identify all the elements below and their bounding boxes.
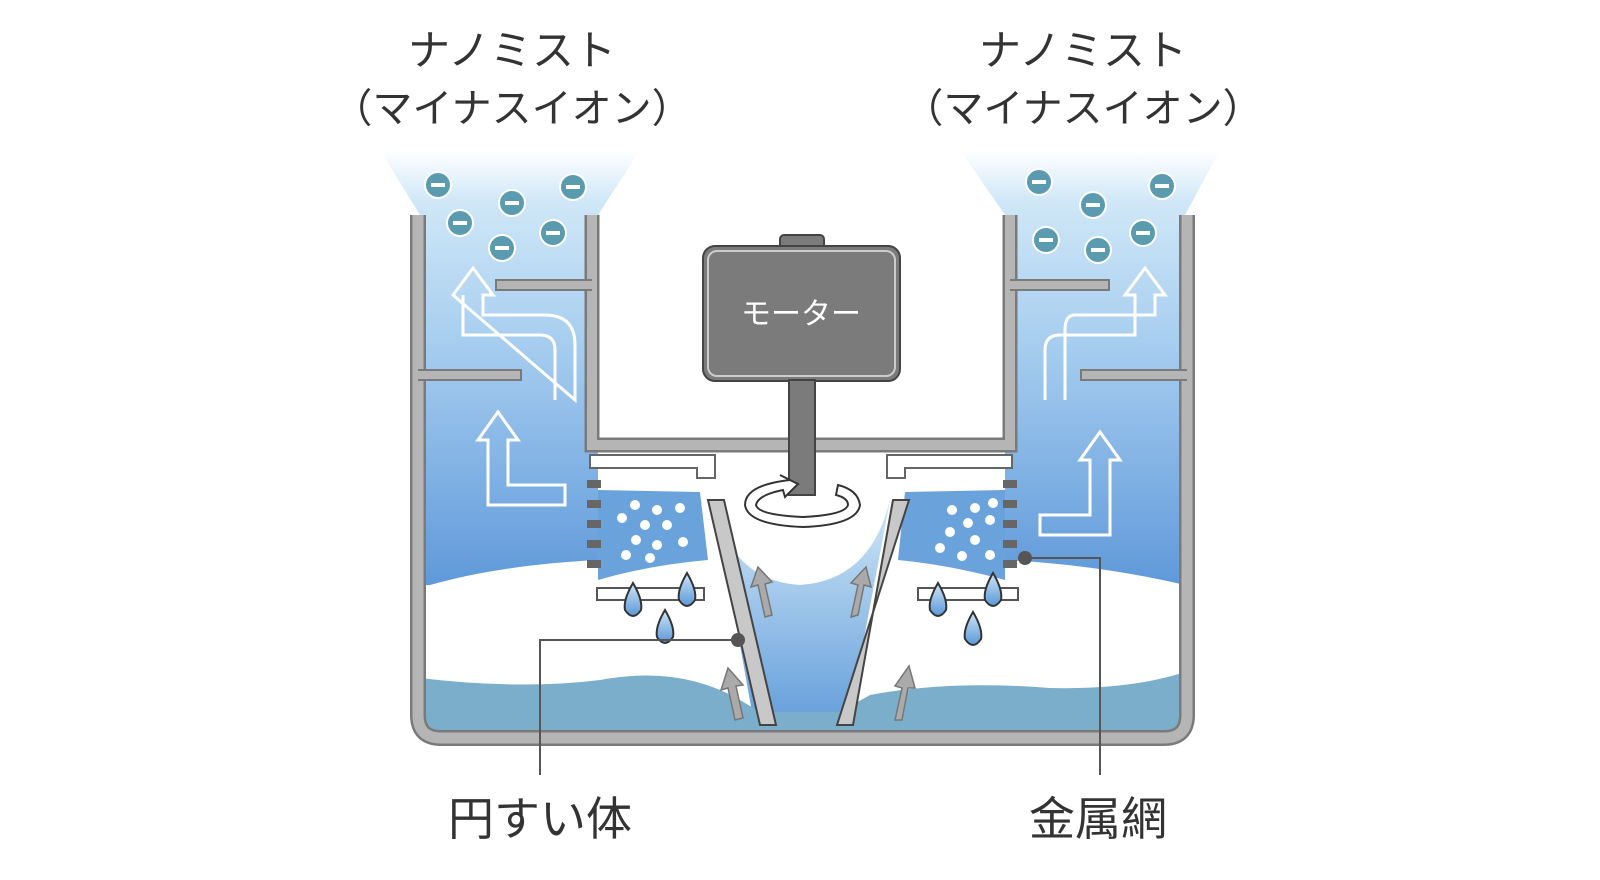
- mist-particles: [617, 498, 998, 563]
- ion-icon: [1148, 172, 1176, 200]
- mesh-pointer-dot: [1018, 551, 1032, 565]
- leader-lines: [539, 557, 1101, 775]
- mist-subtitle-left: （マイナスイオン）: [332, 86, 691, 132]
- ion-icon: [539, 219, 567, 247]
- ion-icon: [1032, 226, 1060, 254]
- cone-body-left: [706, 499, 778, 726]
- ion-icon: [1084, 236, 1112, 264]
- water-drops: [623, 571, 1003, 646]
- baffles: [418, 279, 1187, 381]
- ion-icon: [1129, 219, 1157, 247]
- left-drip-plate: [596, 587, 705, 601]
- left-mist-chamber: [380, 150, 640, 585]
- airflow-arrows: [719, 565, 916, 721]
- ion-icon: [498, 189, 526, 217]
- motor-label: モーター: [741, 297, 861, 332]
- cone-label: 円すい体: [448, 792, 632, 846]
- mist-title-left: ナノミスト: [408, 26, 616, 75]
- ion-icon: [1079, 191, 1107, 219]
- metal-mesh-left: [587, 480, 601, 568]
- rotation-icon: [743, 474, 862, 529]
- left-rotor-plate: [589, 454, 716, 479]
- cone-pointer-dot: [731, 633, 745, 647]
- mist-subtitle-right: （マイナスイオン）: [903, 86, 1262, 132]
- right-rotor-plate: [886, 454, 1013, 479]
- mist-flow-arrows: [450, 265, 1168, 537]
- ion-icon: [446, 209, 474, 237]
- negative-ions: [424, 168, 1176, 264]
- ion-icon: [559, 173, 587, 201]
- water-reservoir: [420, 672, 1185, 733]
- ion-icon: [424, 171, 452, 199]
- cone-body-right: [835, 499, 911, 726]
- motor-shaft: [788, 379, 816, 496]
- mesh-label: 金属網: [1029, 792, 1167, 846]
- metal-mesh-right: [1003, 480, 1017, 568]
- ion-icon: [488, 234, 516, 262]
- left-mesh-mist: [598, 490, 708, 580]
- ion-icon: [1025, 168, 1053, 196]
- mist-title-right: ナノミスト: [979, 26, 1187, 75]
- motor: モーター: [702, 234, 901, 496]
- right-mist-chamber: [960, 150, 1220, 585]
